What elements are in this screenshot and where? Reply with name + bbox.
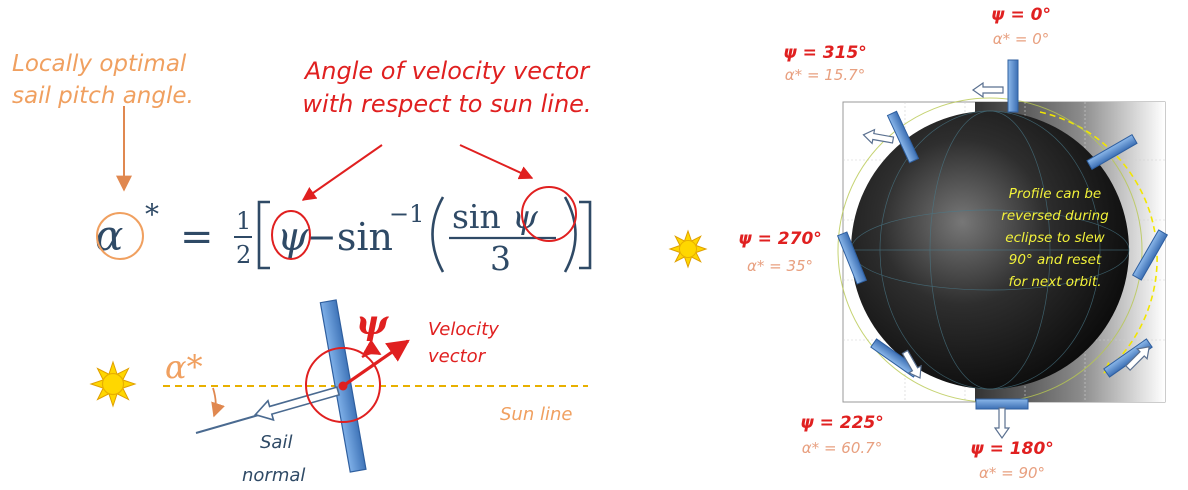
psi-angle-arc bbox=[361, 339, 382, 359]
eq-sin: sin bbox=[452, 197, 501, 236]
equation-and-sketch: α * = 1 2 ψ −sin −1 sin ψ 3 bbox=[90, 106, 592, 486]
sail-center-dot bbox=[338, 381, 348, 391]
psi-pointer-2 bbox=[459, 144, 534, 180]
alpha-0-label: α* = 0° bbox=[993, 30, 1050, 48]
sail-panel-icon-315 bbox=[861, 110, 920, 164]
sun-icon bbox=[90, 361, 136, 407]
psi-270-label: ψ = 270° bbox=[738, 229, 822, 249]
eclipse-note-line1: Profile can be bbox=[1009, 186, 1101, 202]
alpha-highlight-circle bbox=[96, 212, 144, 260]
optimal-pitch-label-line1: Locally optimal bbox=[12, 51, 187, 77]
earth-sphere bbox=[851, 111, 1129, 389]
eq-den-3: 3 bbox=[490, 239, 511, 278]
eclipse-note-line2: reversed during bbox=[1001, 208, 1109, 224]
eclipse-note-line3: eclipse to slew bbox=[1005, 230, 1105, 246]
optimal-pitch-label: Locally optimal sail pitch angle. bbox=[12, 48, 194, 112]
psi-highlight-circle bbox=[271, 210, 311, 260]
alpha-star-label: α* bbox=[165, 348, 203, 386]
sail-panel-icon-225 bbox=[870, 338, 927, 383]
optimal-pitch-label-line2: sail pitch angle. bbox=[12, 83, 194, 109]
eq-left-paren bbox=[431, 196, 445, 273]
alpha-180-label: α* = 90° bbox=[979, 464, 1045, 482]
eclipse-note: Profile can be reversed during eclipse t… bbox=[1001, 186, 1109, 290]
sail-panel-icon-135 bbox=[1103, 338, 1155, 378]
velocity-angle-label-line2: with respect to sun line. bbox=[302, 90, 592, 118]
velocity-label-line2: vector bbox=[428, 346, 487, 367]
earth-gridlines bbox=[850, 110, 1130, 390]
velocity-angle-label-line1: Angle of velocity vector bbox=[304, 57, 590, 85]
eq-equals: = bbox=[180, 214, 214, 260]
sail-normal-arrow bbox=[253, 386, 341, 422]
velocity-vector-arrow bbox=[342, 339, 410, 388]
optimal-pitch-equation: α * = 1 2 ψ −sin −1 sin ψ 3 bbox=[95, 196, 592, 278]
sin-psi-highlight-circle bbox=[521, 186, 577, 242]
velocity-label-line1: Velocity bbox=[428, 319, 499, 340]
eq-half-num: 1 bbox=[236, 207, 251, 235]
orbit-plot-frame bbox=[842, 101, 1166, 403]
alpha-225-label: α* = 60.7° bbox=[802, 439, 882, 457]
alpha-angle-arc bbox=[211, 387, 225, 418]
sail-normal-label-line1: Sail bbox=[260, 432, 292, 453]
psi-0-label: ψ = 0° bbox=[991, 5, 1051, 25]
eq-right-bracket bbox=[579, 200, 592, 270]
orbit-path bbox=[1039, 111, 1158, 374]
psi-315-label: ψ = 315° bbox=[783, 43, 867, 63]
psi-reference-circle bbox=[305, 347, 381, 423]
velocity-angle-label: Angle of velocity vector with respect to… bbox=[282, 55, 612, 121]
eclipse-note-line4: 90° and reset bbox=[1009, 252, 1102, 268]
alpha-315-label: α* = 15.7° bbox=[785, 66, 865, 84]
eq-minus-asin: −sin bbox=[305, 215, 393, 259]
orbit-ring bbox=[837, 97, 1143, 403]
sail-panel-icon-270 bbox=[837, 231, 867, 285]
eq-half-den: 2 bbox=[236, 241, 251, 269]
psi-180-label: ψ = 180° bbox=[970, 439, 1054, 459]
sail-panel-icon-90 bbox=[1132, 229, 1168, 281]
eq-star: * bbox=[145, 198, 159, 231]
sun-icon-right bbox=[669, 230, 707, 268]
eq-psi-2: ψ bbox=[512, 197, 539, 236]
psi-label: ψ bbox=[356, 303, 389, 343]
eq-alpha: α bbox=[95, 211, 123, 260]
psi-225-label: ψ = 225° bbox=[800, 413, 884, 433]
sail-panel-icon-0 bbox=[972, 59, 1019, 113]
eq-left-bracket bbox=[257, 200, 270, 270]
sail-panel-icon-180 bbox=[975, 398, 1029, 439]
sail-normal-label-line2: normal bbox=[242, 465, 305, 486]
sun-line-label: Sun line bbox=[500, 404, 572, 425]
eq-right-paren bbox=[563, 196, 577, 273]
psi-pointer-1 bbox=[301, 144, 383, 201]
eq-inverse: −1 bbox=[389, 200, 424, 228]
sail-panel-icon-45 bbox=[1086, 134, 1138, 170]
eclipse-note-line5: for next orbit. bbox=[1008, 274, 1101, 290]
alpha-270-label: α* = 35° bbox=[747, 257, 813, 275]
